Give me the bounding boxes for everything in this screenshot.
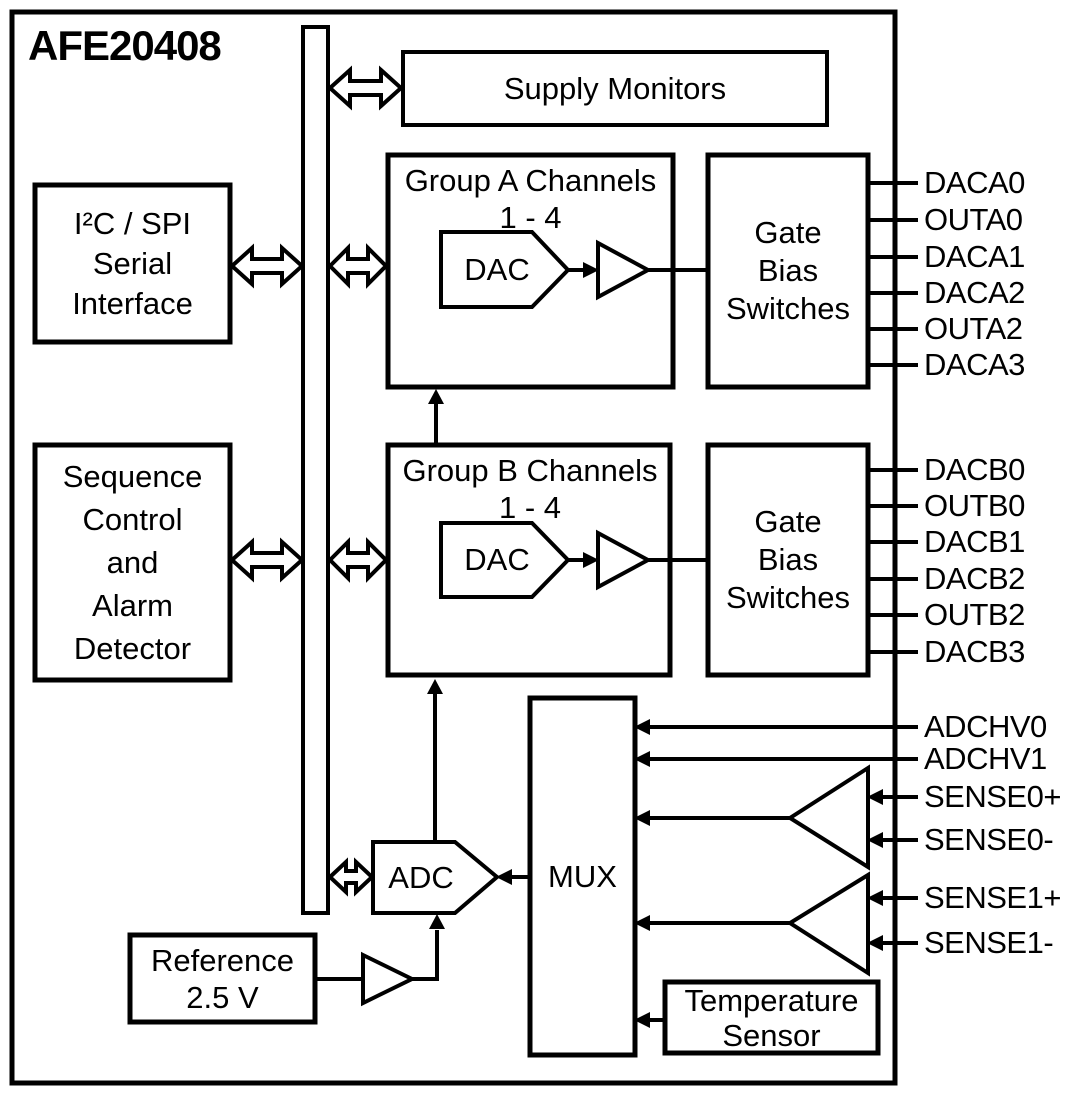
- gate-bias-a-box: [705, 152, 871, 390]
- chip-title: AFE20408: [28, 22, 222, 69]
- buffer-to-adc-line: [412, 930, 439, 981]
- mux-box: [527, 695, 638, 1058]
- arrow-into-amp-a: [583, 262, 599, 278]
- amplifier-triangles: [361, 239, 870, 1007]
- dac-b-pentagon: [439, 521, 571, 599]
- arrow-up-into-group-b: [427, 679, 443, 694]
- sequence-control-box: [32, 442, 233, 683]
- adc-pentagon: [371, 840, 501, 915]
- bidirectional-arrows: [229, 65, 404, 897]
- temperature-sensor-box: [662, 979, 881, 1056]
- bidir-arrow-sequence-bus: [229, 537, 305, 583]
- arrow-sense1n: [867, 935, 883, 951]
- sense0-amp-triangle: [786, 764, 870, 871]
- arrow-sense1-into-mux: [634, 915, 650, 931]
- dac-a-pentagon: [439, 230, 571, 309]
- reference-box: [127, 932, 318, 1025]
- arrow-adchv1-into-mux: [634, 751, 650, 767]
- converter-shapes: [371, 230, 571, 915]
- arrow-mux-into-adc: [496, 869, 512, 885]
- serial-interface-box: [32, 182, 233, 345]
- arrow-up-into-adc: [429, 914, 445, 929]
- supply-monitors-box: [401, 50, 829, 127]
- bus-bar: [301, 25, 330, 915]
- arrow-temp-into-mux: [634, 1012, 650, 1028]
- arrow-adchv0-into-mux: [634, 719, 650, 735]
- arrowheads: [427, 262, 883, 1028]
- arrow-sense0-into-mux: [634, 810, 650, 826]
- gate-bias-b-box: [705, 442, 871, 678]
- bidir-arrow-bus-group-a: [327, 243, 389, 289]
- arrow-sense0n: [867, 832, 883, 848]
- bidir-arrow-i2c-bus: [229, 243, 305, 289]
- bidir-arrow-bus-supply: [327, 65, 404, 111]
- bidir-arrow-bus-group-b: [327, 537, 389, 583]
- arrow-into-amp-b: [583, 552, 599, 568]
- arrow-sense1p: [867, 890, 883, 906]
- arrow-sense0p: [867, 789, 883, 805]
- arrow-up-into-group-a: [428, 389, 444, 404]
- bidir-arrow-bus-adc: [327, 857, 375, 897]
- sense1-amp-triangle: [786, 871, 870, 977]
- connection-lines: [315, 181, 918, 1022]
